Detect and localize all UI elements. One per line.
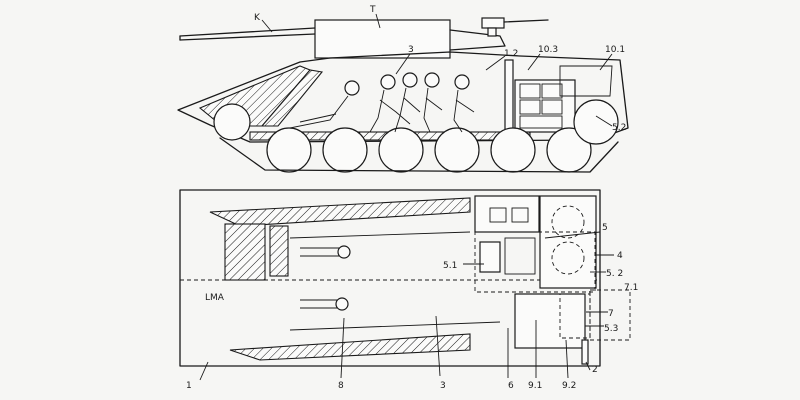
label-5-1: 5.1 <box>443 261 457 271</box>
label-8: 8 <box>338 381 344 391</box>
hull-plan-outline <box>179 189 601 367</box>
bottom-armor-band <box>229 333 471 361</box>
label-T: T <box>369 5 376 15</box>
rear-compartment <box>559 65 613 97</box>
label-4: 4 <box>617 251 623 261</box>
top-leaders <box>199 231 614 381</box>
label-5: 5 <box>602 223 608 233</box>
engine-area <box>474 195 597 293</box>
bulkhead <box>504 59 514 139</box>
label-10-1: 10.1 <box>605 45 625 55</box>
label-2: 2 <box>592 365 598 375</box>
mid-armor <box>260 69 324 127</box>
front-left-block <box>224 223 266 281</box>
crew-seats <box>300 245 351 311</box>
crew-figures <box>289 72 475 133</box>
label-6: 6 <box>508 381 514 391</box>
label-3-top: 3 <box>440 381 446 391</box>
top-view: 5 4 5.1 5. 2 7.1 7 5.3 LMA 1 8 3 6 9.1 9… <box>179 189 638 391</box>
label-7-1: 7.1 <box>624 283 638 293</box>
side-leaders <box>261 13 613 127</box>
engine-block <box>514 79 576 133</box>
top-armor-band <box>209 197 471 227</box>
label-1: 1 <box>186 381 192 391</box>
label-9-1: 9.1 <box>528 381 542 391</box>
label-5-2-top: 5. 2 <box>606 269 623 279</box>
label-9-2: 9.2 <box>562 381 576 391</box>
track-outline <box>219 137 619 173</box>
side-view: K T 3 1.2 10.3 10.1 5.2 <box>177 5 629 173</box>
rear-module <box>514 289 631 365</box>
label-7: 7 <box>608 309 614 319</box>
gun-barrel <box>179 27 316 41</box>
road-wheels <box>213 99 619 173</box>
label-LMA: LMA <box>205 293 225 303</box>
turret <box>314 17 549 59</box>
label-K: K <box>254 13 261 23</box>
label-5-2-side: 5.2 <box>612 123 626 133</box>
label-1-2: 1.2 <box>504 49 518 59</box>
front-inner-block <box>269 225 289 277</box>
label-3-side: 3 <box>408 45 414 55</box>
label-10-3: 10.3 <box>538 45 558 55</box>
label-5-3: 5.3 <box>604 324 618 334</box>
